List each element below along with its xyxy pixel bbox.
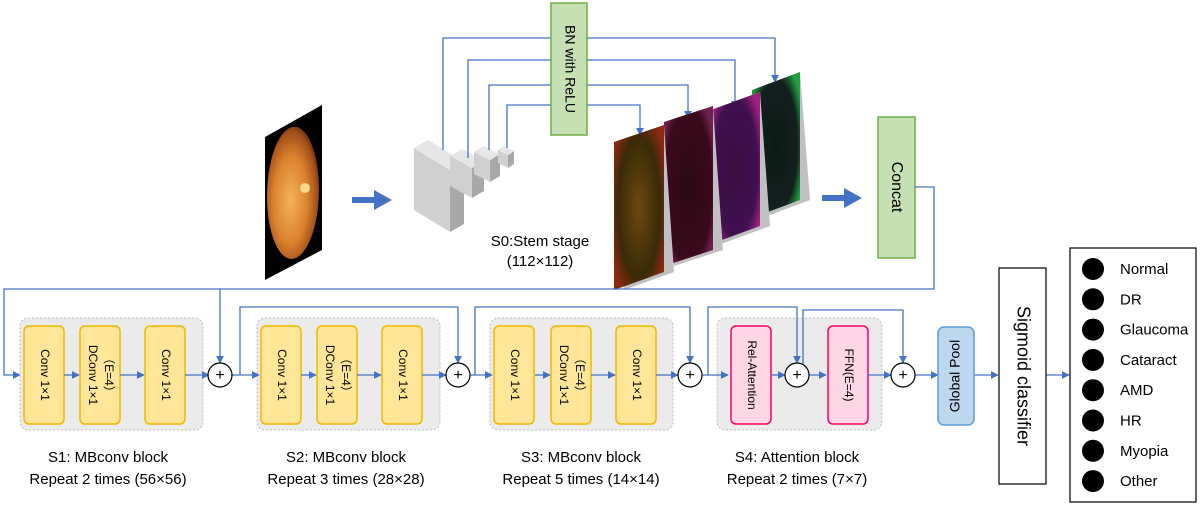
output-label: Myopia — [1120, 443, 1169, 460]
stage-s3-block-2: DConv 1×1（E=4） — [550, 325, 592, 425]
block-label: Conv 1×1 — [508, 349, 522, 401]
global-pool-box: Global Pool — [937, 326, 975, 426]
output-item: Glaucoma — [1082, 318, 1189, 341]
stem-connections — [442, 37, 779, 158]
svg-text:+: + — [453, 367, 462, 384]
output-label: Cataract — [1120, 352, 1178, 369]
svg-text:Global Pool: Global Pool — [947, 340, 963, 412]
stage-s4-repeat: Repeat 2 times (7×7) — [727, 471, 868, 488]
svg-text:BN with ReLU: BN with ReLU — [562, 25, 578, 113]
block-label: Conv 1×1 — [159, 349, 173, 401]
stage-s3-repeat: Repeat 5 times (14×14) — [502, 471, 659, 488]
svg-text:Sigmoid classifier: Sigmoid classifier — [1013, 306, 1033, 446]
output-label: Normal — [1120, 261, 1168, 278]
output-list-box — [1069, 247, 1197, 503]
output-node-icon — [1082, 348, 1104, 371]
block-label: （E=4） — [102, 352, 116, 398]
stage-s3-block-3: Conv 1×1 — [615, 325, 657, 425]
output-node-icon — [1082, 258, 1104, 280]
output-item: Cataract — [1082, 348, 1178, 371]
stage-s1-block-1: Conv 1×1 — [23, 325, 65, 425]
sigmoid-classifier-box: Sigmoid classifier — [998, 267, 1047, 485]
stage-s3-block-1: Conv 1×1 — [493, 325, 535, 425]
stage-s1-title: S1: MBconv block — [48, 449, 169, 466]
stage-s2-block-1: Conv 1×1 — [260, 325, 302, 425]
output-label: AMD — [1120, 382, 1154, 399]
block-label: Conv 1×1 — [275, 349, 289, 401]
output-item: DR — [1082, 288, 1142, 311]
output-item: Other — [1082, 470, 1158, 493]
stem-conv-layers — [414, 140, 514, 232]
output-item: Normal — [1082, 258, 1168, 280]
block-label: （E=4） — [573, 352, 587, 398]
output-node-icon — [1082, 439, 1104, 462]
stem-stage-size: (112×112) — [507, 253, 574, 270]
stage-s1-block-2: DConv 1×1（E=4） — [79, 325, 121, 425]
output-node-icon — [1082, 470, 1104, 493]
svg-text:+: + — [792, 367, 801, 384]
concat-to-s1-line — [3, 186, 935, 379]
svg-text:+: + — [215, 367, 224, 384]
output-label: HR — [1120, 412, 1142, 429]
output-item: AMD — [1082, 379, 1154, 402]
stage-connections — [64, 289, 1070, 379]
stem-feature-maps — [614, 72, 810, 290]
output-node-icon — [1082, 318, 1104, 341]
stage-s1-block-3: Conv 1×1 — [144, 325, 186, 425]
stage-s2-title: S2: MBconv block — [286, 449, 407, 466]
output-label: Glaucoma — [1120, 322, 1189, 339]
block-label: Rel-Attention — [745, 340, 759, 409]
output-node-icon — [1082, 409, 1104, 432]
concat-arrow — [822, 188, 862, 208]
block-label: （E=4） — [339, 352, 353, 398]
block-label: DConv 1×1 — [86, 345, 100, 406]
stage-s4-title: S4: Attention block — [735, 449, 860, 466]
output-label: Other — [1120, 473, 1158, 490]
output-item: HR — [1082, 409, 1142, 432]
add-node-4: + — [784, 362, 810, 388]
svg-text:Concat: Concat — [888, 162, 905, 213]
svg-text:+: + — [685, 367, 694, 384]
stage-s4-block-2: FFN(E=4) — [827, 325, 869, 425]
svg-text:+: + — [898, 367, 907, 384]
block-label: DConv 1×1 — [557, 345, 571, 406]
add-node-3: + — [677, 362, 703, 388]
block-label: DConv 1×1 — [323, 345, 337, 406]
bn-relu-box: BN with ReLU — [550, 2, 588, 136]
stage-s2-repeat: Repeat 3 times (28×28) — [267, 471, 424, 488]
block-label: Conv 1×1 — [38, 349, 52, 401]
stage-s2-block-3: Conv 1×1 — [381, 325, 423, 425]
block-label: Conv 1×1 — [396, 349, 410, 401]
stage-s3-title: S3: MBconv block — [521, 449, 642, 466]
output-label: DR — [1120, 291, 1142, 308]
add-node-5: + — [890, 362, 916, 388]
input-fundus-image — [265, 105, 322, 280]
block-label: FFN(E=4) — [842, 348, 856, 401]
add-node-1: + — [207, 362, 233, 388]
output-node-icon — [1082, 379, 1104, 402]
add-node-2: + — [445, 362, 471, 388]
stem-stage-title: S0:Stem stage — [491, 233, 589, 250]
block-label: Conv 1×1 — [630, 349, 644, 401]
output-node-icon — [1082, 288, 1104, 311]
stage-s2-block-2: DConv 1×1（E=4） — [316, 325, 358, 425]
output-item: Myopia — [1082, 439, 1169, 462]
stage-s4-block-1: Rel-Attention — [730, 325, 772, 425]
input-arrow — [352, 190, 392, 210]
concat-box: Concat — [877, 116, 916, 259]
stage-s1-repeat: Repeat 2 times (56×56) — [29, 471, 186, 488]
